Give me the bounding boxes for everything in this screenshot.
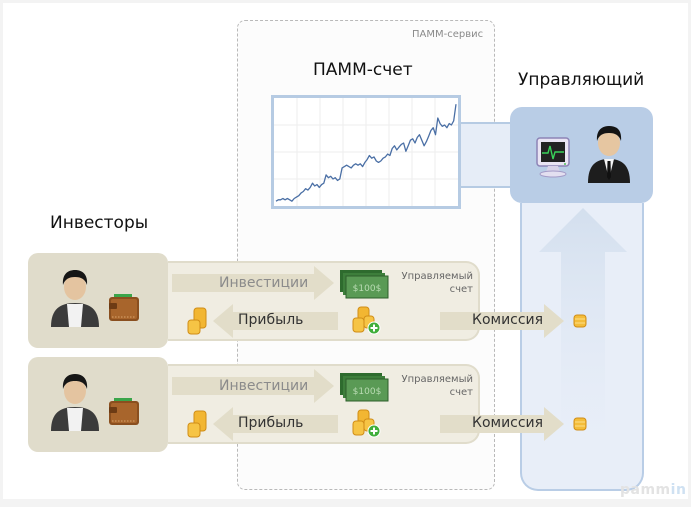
chart-series-line <box>275 104 457 202</box>
profit-arrow-icon <box>213 407 338 441</box>
investor-card <box>28 253 168 348</box>
profit-arrow-icon <box>213 304 338 338</box>
coin-icon <box>573 314 587 328</box>
watermark-accent: in <box>670 482 687 498</box>
commission-arrow-icon <box>440 407 564 441</box>
investor-avatar-icon <box>51 270 99 327</box>
investment-arrow-icon <box>172 369 334 403</box>
coin-icon <box>573 417 587 431</box>
coin-stack-icon <box>187 410 207 438</box>
investor-avatar-icon <box>51 374 99 431</box>
pammin-watermark: pammin <box>620 482 686 498</box>
banknote-text: $100$ <box>353 387 382 397</box>
wallet-icon <box>109 398 139 425</box>
chart-manager-connector <box>461 122 513 188</box>
managed-account-line2: счет <box>449 284 473 295</box>
managed-account-line1: Управляемый <box>401 271 474 282</box>
wallet-icon <box>109 294 139 321</box>
banknote-text: $100$ <box>353 284 382 294</box>
investors-title: Инвесторы <box>50 213 149 233</box>
manager-avatar-icon <box>588 126 630 183</box>
investment-label: Инвестиции <box>219 275 309 291</box>
monitor-icon <box>536 137 570 178</box>
manager-title: Управляющий <box>518 70 645 90</box>
pamm-account-chart <box>271 95 461 209</box>
manager-card <box>510 107 653 203</box>
banknote-stack-icon: $100$ <box>340 270 389 299</box>
commission-arrow-icon <box>440 304 564 338</box>
watermark-prefix: pamm <box>620 482 671 498</box>
profit-label: Прибыль <box>238 312 304 328</box>
commission-label: Комиссия <box>472 415 544 431</box>
investment-label: Инвестиции <box>219 378 309 394</box>
profit-label: Прибыль <box>238 415 304 431</box>
commission-up-arrow-icon <box>539 208 627 456</box>
investment-arrow-icon <box>172 266 334 300</box>
pamm-account-title: ПАММ-счет <box>313 60 413 80</box>
managed-account-line2: счет <box>449 387 473 398</box>
investor-card <box>28 357 168 452</box>
banknote-stack-icon: $100$ <box>340 373 389 402</box>
chart-svg <box>274 98 458 206</box>
managed-account-line1: Управляемый <box>401 374 474 385</box>
coins-add-icon <box>352 306 381 335</box>
coin-stack-icon <box>187 307 207 335</box>
pamm-service-label: ПАММ-сервис <box>412 29 484 40</box>
commission-label: Комиссия <box>472 312 544 328</box>
managed-account-label: Управляемый счет <box>395 270 474 296</box>
coins-add-icon <box>352 409 381 438</box>
managed-account-label: Управляемый счет <box>395 373 474 399</box>
